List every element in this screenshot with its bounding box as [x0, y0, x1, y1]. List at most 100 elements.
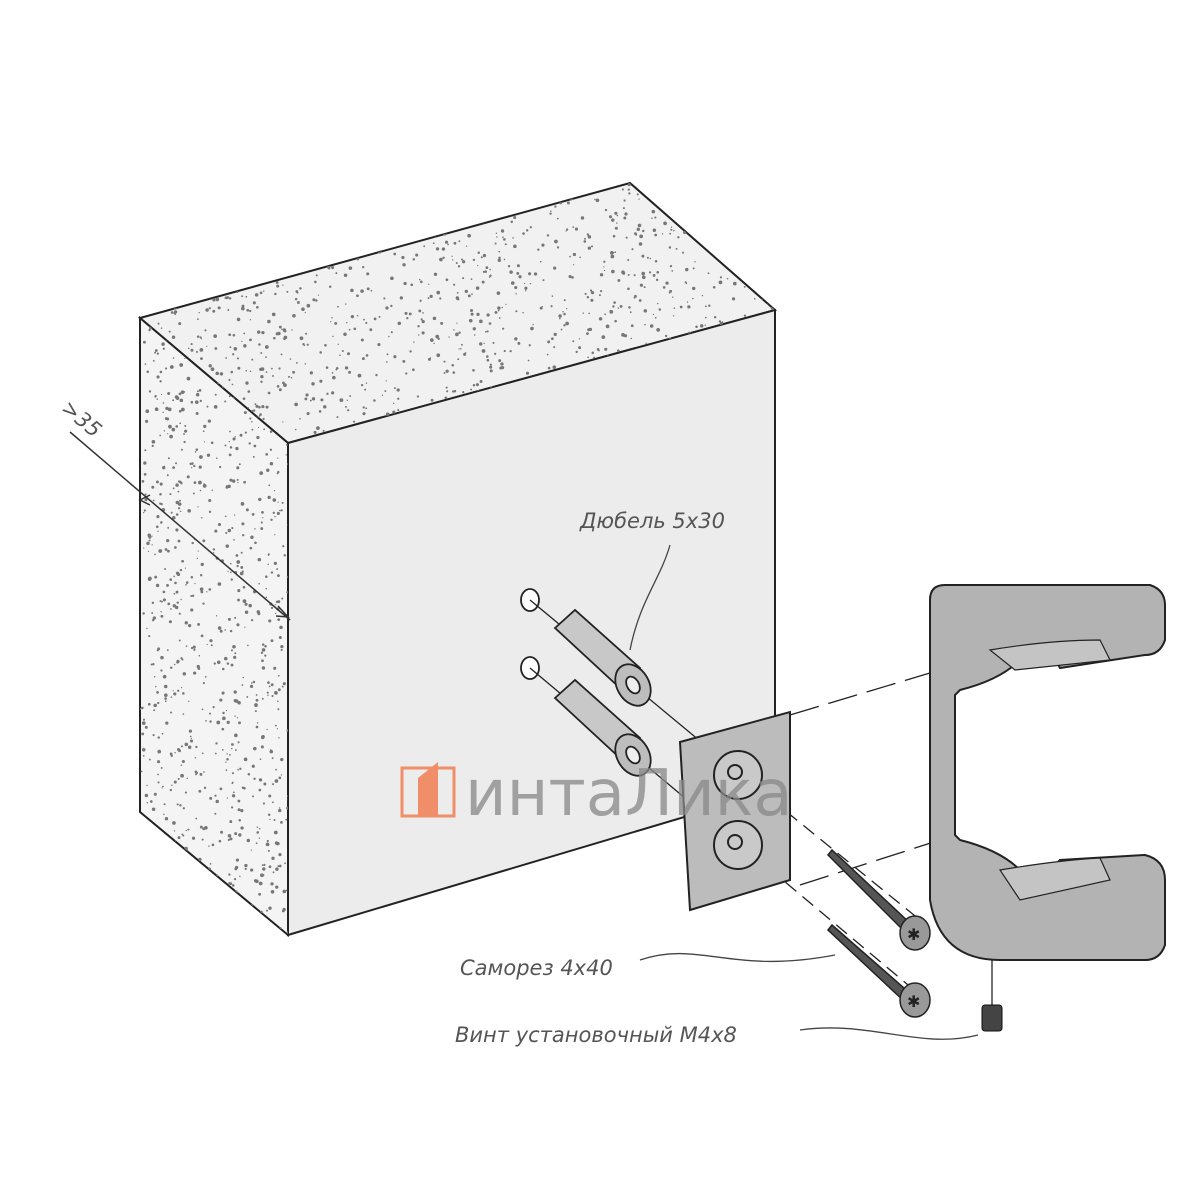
speckle [347, 352, 351, 356]
speckle [436, 353, 441, 358]
speckle [448, 336, 450, 338]
speckle [235, 196, 238, 198]
speckle [658, 308, 662, 311]
speckle [191, 283, 194, 287]
speckle [245, 508, 249, 512]
speckle [568, 275, 572, 279]
speckle [402, 263, 406, 267]
speckle [465, 245, 468, 247]
speckle [160, 655, 164, 660]
speckle [679, 183, 683, 186]
speckle [156, 691, 159, 694]
speckle [628, 192, 631, 195]
speckle [229, 571, 232, 574]
speckle [158, 937, 161, 940]
speckle [258, 788, 262, 792]
speckle [260, 873, 264, 878]
speckle [185, 645, 188, 648]
speckle [180, 448, 183, 451]
speckle [177, 777, 180, 780]
speckle [270, 518, 273, 521]
speckle [363, 318, 365, 321]
speckle [166, 474, 169, 477]
speckle [140, 309, 142, 312]
speckle [268, 619, 272, 623]
speckle [188, 700, 190, 702]
speckle [560, 328, 563, 331]
speckle [167, 260, 172, 265]
speckle [202, 539, 206, 543]
speckle [745, 243, 749, 247]
speckle [547, 366, 551, 370]
speckle [273, 561, 277, 565]
speckle [275, 867, 279, 871]
speckle [140, 240, 145, 245]
speckle [627, 287, 630, 291]
speckle [249, 218, 253, 223]
speckle [603, 266, 605, 268]
speckle [168, 330, 171, 333]
speckle [514, 285, 518, 290]
speckle [230, 370, 234, 374]
speckle [664, 334, 668, 338]
speckle [537, 248, 540, 251]
screw-leader [639, 952, 836, 963]
speckle [554, 205, 557, 208]
speckle [335, 366, 339, 370]
speckle [451, 363, 454, 367]
speckle [205, 197, 210, 202]
speckle [453, 283, 456, 286]
speckle [294, 225, 297, 228]
speckle [365, 354, 369, 357]
speckle [374, 190, 377, 192]
speckle [427, 205, 429, 208]
speckle [264, 345, 269, 349]
speckle [278, 853, 282, 857]
speckle [250, 535, 254, 540]
speckle [583, 240, 587, 243]
speckle [240, 809, 244, 813]
speckle [164, 187, 166, 190]
speckle [600, 290, 603, 293]
speckle [244, 863, 248, 868]
speckle [270, 749, 272, 751]
dowel-label: Дюбель 5x30 [579, 509, 725, 533]
speckle [146, 784, 148, 787]
speckle [590, 291, 595, 295]
speckle [328, 285, 332, 289]
speckle [155, 583, 160, 588]
speckle [575, 350, 578, 354]
speckle [162, 590, 166, 594]
speckle [178, 924, 181, 928]
speckle [208, 934, 212, 935]
speckle [657, 196, 662, 200]
speckle [306, 343, 309, 346]
speckle [154, 914, 159, 919]
speckle [334, 321, 338, 325]
speckle [667, 195, 670, 198]
speckle [336, 199, 338, 201]
speckle [196, 557, 199, 560]
speckle [625, 236, 628, 239]
speckle [285, 454, 287, 456]
speckle [344, 366, 349, 370]
speckle [309, 371, 314, 375]
speckle [149, 886, 153, 890]
speckle [230, 663, 234, 667]
speckle [173, 830, 176, 832]
speckle [226, 797, 229, 799]
speckle [175, 425, 179, 428]
speckle [244, 867, 247, 871]
speckle [363, 233, 366, 236]
speckle [469, 200, 474, 205]
speckle [428, 283, 430, 285]
speckle [704, 316, 707, 319]
speckle [152, 663, 155, 666]
speckle [304, 397, 308, 401]
speckle [256, 305, 259, 309]
speckle [141, 732, 145, 736]
speckle [608, 215, 613, 219]
speckle [167, 526, 170, 529]
speckle [218, 201, 222, 206]
speckle [166, 236, 170, 240]
